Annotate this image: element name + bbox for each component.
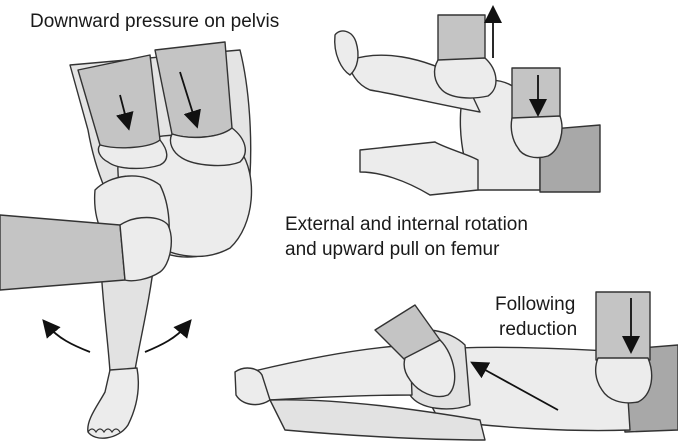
lying-leg-right-panel bbox=[360, 142, 478, 195]
final-presser-sleeve bbox=[596, 292, 650, 360]
rotation-arrow-right bbox=[145, 326, 186, 352]
foot-left-panel bbox=[88, 368, 139, 438]
raised-foot bbox=[335, 31, 358, 75]
thigh-presser-sleeve bbox=[512, 68, 560, 120]
label-rotation-line2: and upward pull on femur bbox=[285, 238, 499, 262]
panel-downward-pressure bbox=[0, 42, 251, 438]
panel-following-reduction bbox=[235, 292, 678, 440]
puller-hand bbox=[435, 58, 496, 98]
label-following-line1: Following bbox=[495, 293, 575, 317]
label-downward-pressure: Downward pressure on pelvis bbox=[30, 10, 279, 34]
rotation-arrow-left bbox=[48, 326, 90, 352]
label-rotation-line1: External and internal rotation bbox=[285, 213, 528, 237]
panel-rotation-upward-pull bbox=[335, 14, 600, 195]
label-following-line2: reduction bbox=[499, 318, 577, 342]
puller-sleeve bbox=[438, 15, 485, 62]
reduced-lower-leg bbox=[250, 345, 412, 400]
knee-holder-sleeve bbox=[0, 215, 125, 290]
knee-holder-hand bbox=[120, 218, 171, 281]
